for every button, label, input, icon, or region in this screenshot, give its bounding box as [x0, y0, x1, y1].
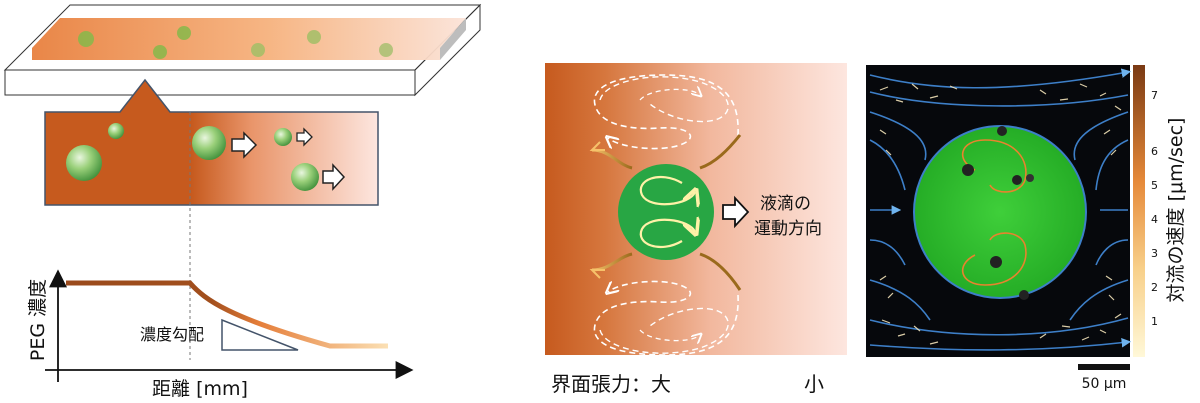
- direction-label-line1: 液滴の: [760, 194, 811, 214]
- tension-small-label: 小: [804, 372, 824, 396]
- colorbar-tick: 7: [1151, 89, 1158, 102]
- colorbar-label: 対流の速度 [μm/sec]: [1165, 118, 1187, 303]
- move-arrow-icon: [322, 163, 346, 191]
- bead-tiny: [274, 128, 292, 146]
- colorbar-tick: 3: [1151, 247, 1158, 260]
- bead-small: [108, 123, 124, 139]
- y-axis-label: PEG 濃度: [27, 279, 49, 361]
- move-arrow-icon: [296, 127, 313, 147]
- colorbar-tick: 6: [1151, 145, 1158, 158]
- concentration-curve: [66, 280, 388, 349]
- colorbar-tick: 2: [1151, 281, 1158, 294]
- scale-bar-label: 50 μm: [1082, 376, 1127, 392]
- droplet-schematic: 液滴の 運動方向 界面張力：大 小: [545, 63, 847, 396]
- direction-arrow-icon: [722, 195, 750, 229]
- gradient-label: 濃度勾配: [140, 325, 204, 344]
- colorbar-ticks: 1 2 3 4 5 6 7: [1151, 89, 1158, 328]
- zoom-panel: [44, 78, 379, 360]
- scale-bar: 50 μm: [1078, 364, 1130, 392]
- channel-illustration: [3, 3, 482, 97]
- colorbar-tick: 4: [1151, 213, 1158, 226]
- bead-medium: [192, 126, 226, 160]
- gradient-triangle-icon: [221, 318, 299, 351]
- concentration-plot: 濃度勾配 PEG 濃度 距離 [mm]: [27, 269, 414, 400]
- x-axis-label: 距離 [mm]: [152, 378, 248, 400]
- direction-label-line2: 運動方向: [754, 219, 822, 239]
- micrograph: [866, 65, 1145, 357]
- move-arrow-icon: [231, 131, 258, 159]
- colorbar-tick: 5: [1151, 179, 1158, 192]
- colorbar-tick: 1: [1151, 315, 1158, 328]
- bead-lower: [291, 163, 319, 191]
- bead-large: [66, 145, 102, 181]
- tension-label: 界面張力：大: [551, 372, 671, 396]
